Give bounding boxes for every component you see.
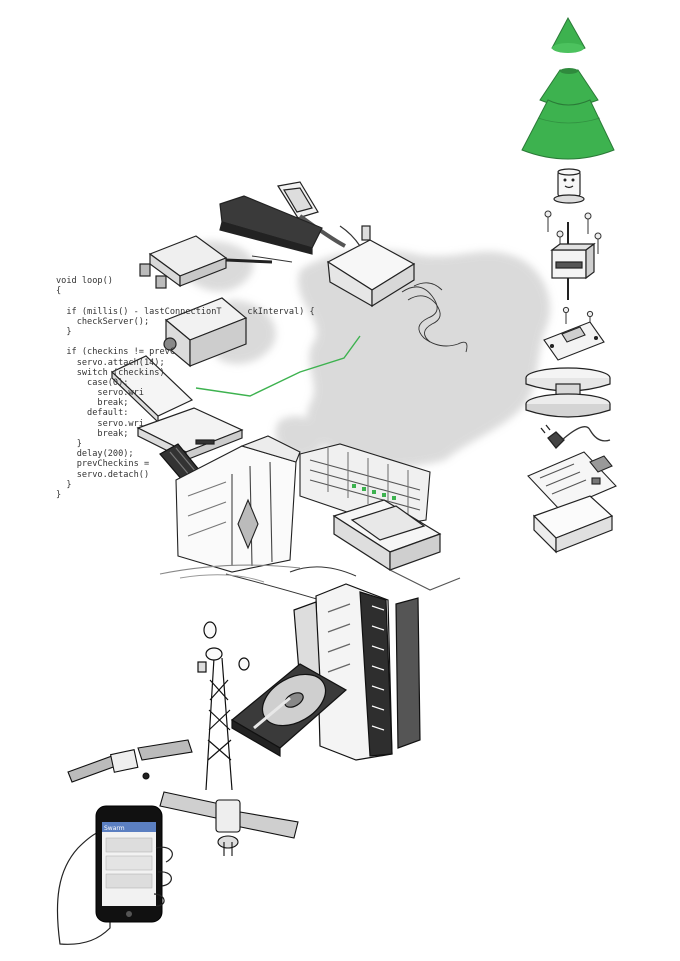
code-line [56,296,356,306]
code-line: prevCheckins = [56,459,150,470]
satellite-left [67,739,193,783]
code-line: if (millis() - lastConnectionT ckInterva… [56,306,315,317]
storage-server [332,499,461,591]
phone-in-hand [56,805,173,945]
code-line: if (checkins != prevC [56,347,175,358]
code-line: } [56,439,82,449]
circuit-board-small [543,321,605,361]
laptop-panel [110,355,194,424]
hard-disk [230,663,348,758]
tree-icon [521,16,615,160]
code-line: delay(200); [56,449,134,460]
code-line: servo.attach(14); [56,357,165,368]
code-listing: void loop(){ if (millis() - lastConnecti… [56,276,356,500]
code-line: void loop() [56,276,113,286]
green-wire [195,335,361,397]
code-line: default: [56,408,129,419]
code-line: break; [56,398,129,409]
code-line: checkServer(); [56,316,150,327]
code-line: servo.detach() [56,469,150,480]
code-line: servo.wri [56,388,144,399]
turntable [525,367,611,418]
satellite-bottom [159,791,299,856]
cell-tower [197,621,250,791]
network-cable [277,181,346,248]
power-plug [540,424,611,449]
code-line: switch (checkins) [56,367,165,378]
code-line [56,337,356,347]
office-building-right [293,583,421,761]
street-scene [179,566,357,601]
arduino-board [527,451,617,511]
coax-box [163,297,248,368]
router-device [219,195,323,255]
office-building-left [159,435,301,575]
code-line: break; [56,428,129,439]
open-box [532,495,614,554]
server-rack [299,443,431,527]
code-line: case(0): [56,377,129,388]
code-line: { [56,286,62,297]
code-line: } [56,479,72,490]
rf-splitter [139,235,293,289]
code-line: servo.wri [56,418,144,429]
stepper-motor [550,222,596,300]
power-adapter [326,225,416,308]
code-line: } [56,489,62,500]
phone-app-header: Swarm [104,825,125,832]
face-figurine [553,168,585,204]
coiled-cable [401,282,468,353]
code-line: } [56,326,72,337]
